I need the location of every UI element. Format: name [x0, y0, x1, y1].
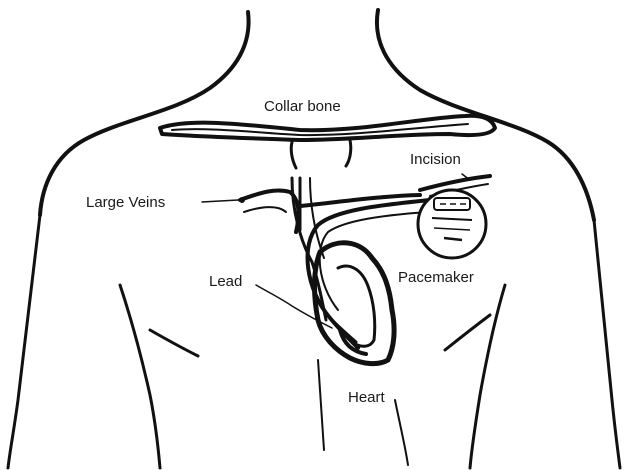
large-veins-label: Large Veins	[86, 195, 165, 210]
right-arm-outline	[594, 220, 620, 468]
large-veins-leader	[202, 200, 238, 202]
pacemaker-device	[418, 190, 486, 258]
heart-label: Heart	[348, 390, 385, 405]
left-armpit-outline	[120, 285, 160, 468]
neck-right-outline	[377, 10, 594, 220]
collar-bone-shape	[160, 116, 495, 140]
pacemaker-label: Pacemaker	[398, 270, 474, 285]
large-veins-leader-dot	[240, 198, 245, 203]
collar-bone-label: Collar bone	[264, 99, 341, 114]
lead-label: Lead	[209, 274, 242, 289]
abdomen-line-left	[318, 360, 324, 450]
right-armpit-outline	[470, 285, 505, 468]
sternum-left	[291, 142, 296, 168]
sternum-right	[346, 140, 351, 166]
large-vein-left-inner	[244, 207, 286, 212]
incision-line	[420, 176, 490, 190]
neck-left-outline	[40, 12, 249, 215]
right-chest-line	[445, 315, 490, 350]
left-arm-outline	[8, 215, 40, 468]
incision-label: Incision	[410, 152, 461, 167]
left-chest-line	[150, 330, 198, 356]
abdomen-line-right	[395, 400, 408, 465]
